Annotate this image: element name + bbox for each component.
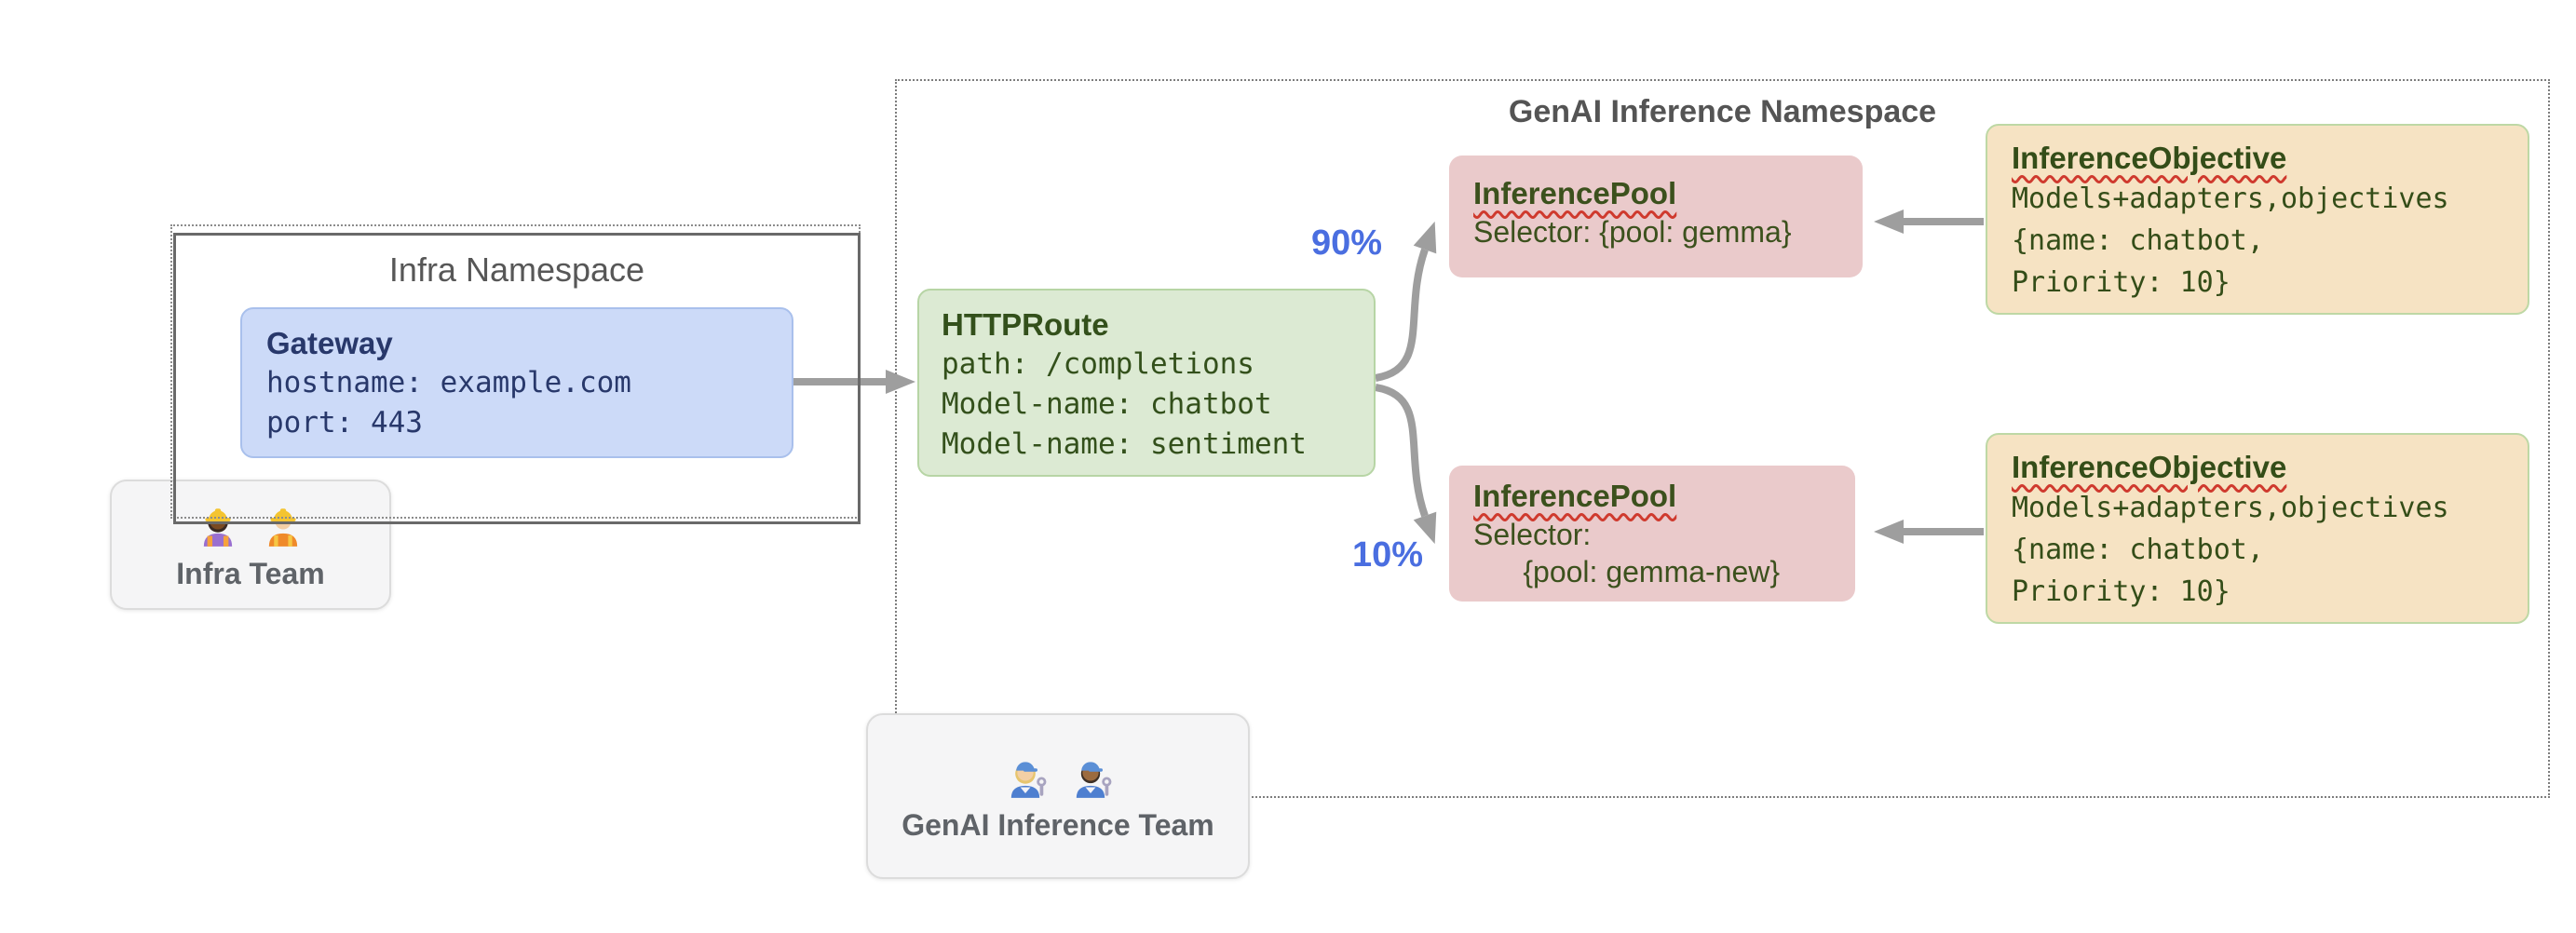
inference-pool-gemma-new-selector-line2: {pool: gemma-new} [1473,555,1781,588]
inference-objective-top-line2: {name: chatbot, [2012,224,2264,257]
gateway-node: Gateway hostname: example.com port: 443 [240,307,793,458]
inference-objective-bottom-title: InferenceObjective [2012,450,2287,484]
arrow-httproute-to-pool-gemma-new [1375,384,1437,545]
inference-objective-bottom-line3: Priority: 10} [2012,575,2230,608]
inference-objective-top-title: InferenceObjective [2012,141,2287,175]
httproute-title: HTTPRoute [942,307,1109,342]
inference-objective-bottom-line2: {name: chatbot, [2012,534,2264,566]
inference-pool-gemma-title: InferencePool [1473,176,1677,210]
inference-pool-gemma-new-selector-line1: Selector: [1473,518,1592,551]
infra-team-card: Infra Team [110,480,391,610]
genai-namespace-box: GenAI Inference Namespace [895,79,2550,798]
inference-objective-bottom-node: InferenceObjective Models+adapters,objec… [1986,433,2529,624]
gateway-line-hostname: hostname: example.com [266,366,631,399]
genai-team-icons [1001,750,1115,799]
gateway-line-port: port: 443 [266,406,423,439]
httproute-line-path: path: /completions [942,347,1254,381]
woman-construction-worker-icon [203,507,233,547]
genai-team-label: GenAI Inference Team [902,807,1214,842]
httproute-line-model-chatbot: Model-name: chatbot [942,387,1272,421]
man-mechanic-icon [1076,761,1112,798]
traffic-split-10-label: 10% [1352,535,1424,575]
inference-objective-bottom-line1: Models+adapters,objectives [2012,492,2449,524]
genai-team-card: GenAI Inference Team [866,713,1250,879]
inference-pool-gemma-new-title: InferencePool [1473,479,1677,513]
woman-mechanic-icon [1010,761,1047,798]
httproute-node: HTTPRoute path: /completions Model-name:… [917,289,1376,477]
inference-pool-gemma-node: InferencePool Selector: {pool: gemma} [1449,156,1863,277]
man-construction-worker-icon [268,507,298,547]
inference-objective-top-node: InferenceObjective Models+adapters,objec… [1986,124,2529,315]
httproute-line-model-sentiment: Model-name: sentiment [942,427,1307,461]
infra-team-icons [194,499,307,548]
inference-objective-top-line1: Models+adapters,objectives [2012,183,2449,215]
genai-namespace-title: GenAI Inference Namespace [1508,94,1937,129]
infra-team-label: Infra Team [176,556,325,590]
gateway-title: Gateway [266,326,393,360]
traffic-split-90-label: 90% [1311,223,1383,263]
inference-pool-gemma-new-node: InferencePool Selector: {pool: gemma-new… [1449,466,1855,602]
inference-objective-top-line3: Priority: 10} [2012,266,2230,299]
inference-pool-gemma-selector: Selector: {pool: gemma} [1473,215,1792,249]
arrow-httproute-to-pool-gemma [1375,221,1437,382]
